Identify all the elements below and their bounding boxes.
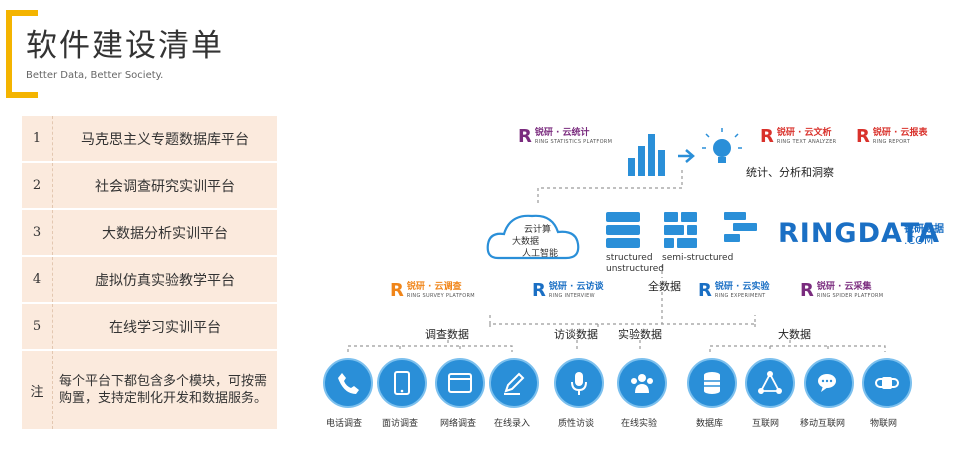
platform-list-table: 1 马克思主义专题数据库平台 2 社会调查研究实训平台 3 大数据分析实训平台 … bbox=[22, 116, 277, 431]
note-text: 每个平台下都包含多个模块，可按需购置，支持定制化开发和数据服务。 bbox=[52, 350, 277, 431]
cloud-line: 大数据 bbox=[512, 237, 540, 247]
note-label: 注 bbox=[22, 350, 53, 431]
cloud-line: 人工智能 bbox=[522, 249, 559, 259]
chat-icon bbox=[804, 358, 854, 408]
list-row: 1 马克思主义专题数据库平台 bbox=[22, 116, 277, 163]
row-text: 在线学习实训平台 bbox=[52, 303, 277, 351]
source-label: 物联网 bbox=[870, 419, 898, 429]
row-number: 1 bbox=[22, 116, 53, 163]
ringdata-cn: 锐研数据 bbox=[904, 224, 944, 235]
list-row: 5 在线学习实训平台 bbox=[22, 303, 277, 351]
ring-r-logo-icon: R bbox=[518, 126, 532, 147]
ring-r-logo-icon: R bbox=[760, 126, 774, 147]
source-label: 在线录入 bbox=[494, 419, 531, 429]
brand-sub: RING INTERVIEW bbox=[548, 293, 595, 299]
row-text: 虚拟仿真实验教学平台 bbox=[52, 256, 277, 304]
row-number: 2 bbox=[22, 162, 53, 210]
brand-name: 锐研 · 云统计 bbox=[534, 128, 590, 138]
source-label: 互联网 bbox=[752, 419, 780, 429]
network-icon bbox=[745, 358, 795, 408]
category-experiment-data: 实验数据 bbox=[618, 328, 662, 341]
brand-name: 锐研 · 云访谈 bbox=[548, 282, 604, 292]
ring-r-logo-icon: R bbox=[856, 126, 870, 147]
source-label: 电话调查 bbox=[326, 419, 363, 429]
row-number: 5 bbox=[22, 303, 53, 351]
page-title: 软件建设清单 bbox=[26, 28, 224, 64]
browser-icon bbox=[435, 358, 485, 408]
source-label: 网络调查 bbox=[440, 419, 477, 429]
brand-sub: RING EXPERIMENT bbox=[714, 293, 766, 299]
page-subtitle: Better Data, Better Society. bbox=[26, 70, 164, 81]
all-data-label: 全数据 bbox=[648, 280, 681, 293]
row-number: 4 bbox=[22, 256, 53, 304]
insight-label: 统计、分析和洞察 bbox=[746, 166, 834, 179]
ring-r-logo-icon: R bbox=[532, 280, 546, 301]
list-row: 2 社会调查研究实训平台 bbox=[22, 162, 277, 210]
note-row: 注 每个平台下都包含多个模块，可按需购置，支持定制化开发和数据服务。 bbox=[22, 350, 277, 431]
brand-name: 锐研 · 云文析 bbox=[776, 128, 832, 138]
ring-r-logo-icon: R bbox=[698, 280, 712, 301]
list-row: 4 虚拟仿真实验教学平台 bbox=[22, 256, 277, 304]
ring-r-logo-icon: R bbox=[390, 280, 404, 301]
list-row: 3 大数据分析实训平台 bbox=[22, 209, 277, 257]
source-label: 在线实验 bbox=[621, 419, 658, 429]
brand-name: 锐研 · 云采集 bbox=[816, 282, 872, 292]
brand-sub: RING SURVEY PLATFORM bbox=[406, 293, 475, 299]
category-interview-data: 访谈数据 bbox=[554, 328, 598, 341]
microphone-icon bbox=[554, 358, 604, 408]
brand-name: 锐研 · 云报表 bbox=[872, 128, 928, 138]
cloud-icon bbox=[486, 214, 580, 260]
row-number: 3 bbox=[22, 209, 53, 257]
row-text: 马克思主义专题数据库平台 bbox=[52, 116, 277, 163]
source-label: 移动互联网 bbox=[800, 419, 846, 429]
unstructured-label: unstructured bbox=[606, 264, 664, 274]
wristband-icon bbox=[862, 358, 912, 408]
lightbulb-icon bbox=[702, 128, 742, 163]
source-label: 面访调查 bbox=[382, 419, 419, 429]
structured-icon bbox=[606, 212, 640, 248]
brand-sub: RING TEXT ANALYZER bbox=[776, 139, 837, 145]
brand-name: 锐研 · 云调查 bbox=[406, 282, 462, 292]
category-big-data: 大数据 bbox=[778, 328, 811, 341]
cloud-line: 云计算 bbox=[524, 225, 552, 235]
brand-sub: RING STATISTICS PLATFORM bbox=[534, 139, 613, 145]
row-text: 社会调查研究实训平台 bbox=[52, 162, 277, 210]
brand-name: 锐研 · 云实验 bbox=[714, 282, 770, 292]
structured-label: structured bbox=[606, 253, 653, 263]
brand-sub: RING SPIDER PLATFORM bbox=[816, 293, 884, 299]
semi-structured-label: semi-structured bbox=[662, 253, 734, 263]
unstructured-icon bbox=[724, 212, 757, 242]
ringdata-com: .COM bbox=[904, 234, 934, 247]
ring-r-logo-icon: R bbox=[800, 280, 814, 301]
people-icon bbox=[617, 358, 667, 408]
semi-structured-icon bbox=[664, 212, 697, 248]
category-survey-data: 调查数据 bbox=[425, 328, 469, 341]
tablet-icon bbox=[377, 358, 427, 408]
diagram-connectors bbox=[347, 128, 886, 352]
row-text: 大数据分析实训平台 bbox=[52, 209, 277, 257]
phone-icon bbox=[323, 358, 373, 408]
ringdata-logo: RINGDATA bbox=[778, 218, 941, 249]
database-icon bbox=[687, 358, 737, 408]
source-label: 质性访谈 bbox=[558, 419, 595, 429]
brand-sub: RING REPORT bbox=[872, 139, 911, 145]
source-label: 数据库 bbox=[696, 419, 724, 429]
pen-icon bbox=[489, 358, 539, 408]
